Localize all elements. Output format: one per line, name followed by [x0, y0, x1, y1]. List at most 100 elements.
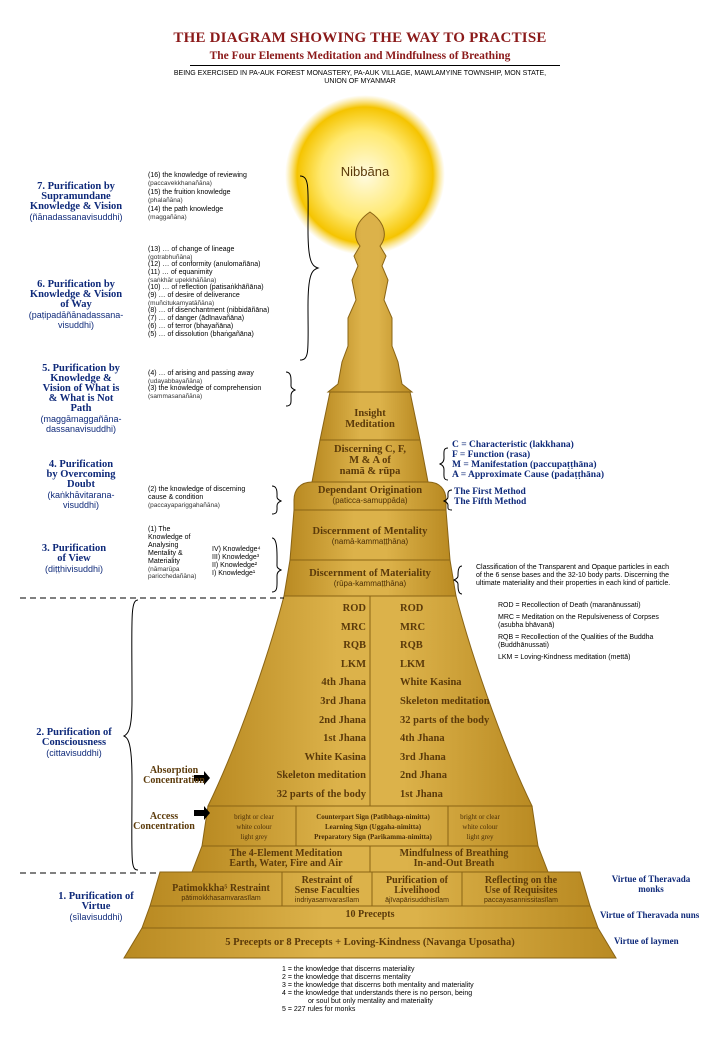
virtue-laymen-label: Virtue of laymen	[614, 936, 679, 946]
p6-line-a: 6. Purification by	[37, 279, 115, 290]
nibbana-glow	[285, 95, 445, 255]
four-elements-stage-item: 4th Jhana	[321, 677, 366, 689]
knowledge-12: (12) … of conformity (anulomañāna)	[148, 261, 261, 268]
knowledge-13: (13) … of change of lineage	[148, 246, 235, 253]
p1-line-a: 1. Purification of	[58, 891, 134, 902]
p1-pali: (sīlavisuddhi)	[69, 912, 123, 922]
sila-1-pali: pātimokkhasamvarasīlam	[181, 895, 261, 902]
absorption-line-b: Concentration	[143, 775, 205, 786]
knowledges-4-3: (4) … of arising and passing away (udaya…	[148, 370, 261, 400]
sign-learning: Learning Sign (Uggaha-nimitta)	[324, 823, 422, 831]
knowledge-14-pali: (maggañāna)	[148, 214, 187, 221]
knowledge-1-a: (1) The	[148, 526, 171, 533]
abbrev-rod: ROD = Recollection of Death (maranānussa…	[498, 602, 641, 609]
p2-pali: (cittavisuddhi)	[46, 748, 102, 758]
virtue-nuns: Virtue of Theravada nuns	[600, 910, 720, 920]
knowledge-2: (2) the knowledge of discerning	[148, 486, 246, 493]
p4-pali-a: (kaṅkhāvitarana-	[47, 490, 115, 500]
virtue-monks-a: Virtue of Theravada	[611, 874, 691, 884]
nibbana-label: Nibbāna	[340, 164, 390, 179]
sila-3-b: Livelihood	[394, 885, 440, 896]
breathing-stage-item: RQB	[400, 640, 423, 652]
knowledge-iv: IV) Knowledge⁴	[212, 546, 261, 553]
sign-r1: bright or clear	[460, 813, 500, 821]
four-elements-stage-item: Skeleton meditation	[276, 770, 366, 782]
footnote-2: 2 = the knowledge that discerns mentalit…	[282, 974, 411, 981]
knowledge-1-block: (1) The Knowledge of Analysing Mentality…	[148, 526, 196, 580]
location-text: BEING EXERCISED IN PA-AUK FOREST MONASTE…	[130, 70, 590, 86]
classification-2: of the 6 sense bases and the 32-10 body …	[476, 572, 670, 579]
methods-legend: The First Method The Fifth Method	[454, 487, 526, 507]
abbrev-lkm: LKM = Loving-Kindness meditation (mettā)	[498, 654, 631, 661]
mentality-pali: (namā-kammaṭṭhāna)	[331, 537, 409, 546]
p6-line-b: Knowledge & Vision	[29, 289, 123, 300]
discerning-line-c: namā & rūpa	[339, 466, 401, 477]
breathing-stage-item: 2nd Jhana	[400, 770, 447, 782]
four-elements-stage-item: 1st Jhana	[323, 733, 366, 745]
absorption-label: Absorption Concentration	[134, 766, 214, 786]
knowledge-16: (16) the knowledge of reviewing	[148, 172, 247, 179]
knowledge-9: (9) … of desire of deliverance	[148, 292, 240, 299]
purification-5: 5. Purification by Knowledge & Vision of…	[26, 363, 136, 434]
materiality-title: Discernment of Materiality	[309, 568, 431, 579]
p5-line-b: Knowledge &	[50, 373, 112, 384]
four-elements-stage-item: RQB	[343, 640, 366, 652]
p7-line-b: Supramundane	[41, 191, 111, 202]
purification-4: 4. Purification by Overcoming Doubt (kaṅ…	[26, 459, 136, 510]
page-title: THE DIAGRAM SHOWING THE WAY TO PRACTISE	[173, 30, 547, 46]
p1-line-b: Virtue	[81, 901, 111, 912]
footnote-3: 3 = the knowledge that discerns both men…	[282, 982, 474, 989]
dependant-label: Dependant Origination (paticca-samuppāda…	[296, 485, 444, 505]
knowledge-9-pali: (muñcitukamyatāñāna)	[148, 300, 215, 307]
classification-3: ultimate materiality and their propertie…	[476, 580, 671, 587]
breathing-stage-item: LKM	[400, 658, 426, 670]
dependant-pali: (paticca-samuppāda)	[332, 496, 408, 505]
knowledge-7: (7) … of danger (ādīnavañāna)	[148, 315, 245, 322]
access-line-a: Access	[149, 811, 179, 822]
p4-line-c: Doubt	[66, 479, 95, 490]
mentality-title: Discernment of Mentality	[312, 526, 428, 537]
sila-4-b: Use of Requisites	[484, 885, 558, 896]
sila-2-pali: indriyasamvarasīlam	[294, 897, 360, 904]
virtue-nuns-label: Virtue of Theravada nuns	[600, 910, 700, 920]
p7-line-c: Knowledge & Vision	[29, 201, 123, 212]
sila-2-b: Sense Faculties	[294, 885, 360, 896]
sign-l2: white colour	[236, 823, 272, 831]
four-element-label: The 4-Element Meditation Earth, Water, F…	[204, 849, 368, 869]
materiality-pali: (rūpa-kammaṭṭhāna)	[333, 579, 407, 588]
p4-pali-b: visuddhi)	[62, 500, 100, 510]
abbrev-rqb: RQB = Recollection of the Qualities of t…	[498, 634, 654, 641]
knowledge-8: (8) … of disenchantment (nibbidāñāna)	[148, 307, 270, 314]
four-elements-stage-item: ROD	[342, 603, 366, 614]
first-method: The First Method	[454, 487, 526, 497]
fifth-method: The Fifth Method	[454, 497, 527, 507]
p5-pali-b: dassanavisuddhi)	[45, 424, 117, 434]
p2-line-b: Consciousness	[41, 737, 107, 748]
classification-note: Classification of the Transparent and Op…	[476, 564, 716, 588]
knowledges-insight: (13) … of change of lineage (gotrabhuñān…	[148, 246, 269, 339]
knowledge-14: (14) the path knowledge	[148, 206, 224, 213]
p3-pali: (diṭṭhivisuddhi)	[44, 564, 104, 574]
virtue-monks-b: monks	[638, 884, 664, 894]
sila-sense: Restraint of Sense Faculties indriyasamv…	[282, 876, 372, 905]
sign-l3: light grey	[240, 833, 268, 841]
knowledge-5: (5) … of dissolution (bhaṅgañāna)	[148, 331, 254, 338]
breathing-stage-item: Skeleton meditation	[400, 695, 490, 707]
purification-3: 3. Purification of View (diṭṭhivisuddhi)	[22, 543, 126, 574]
mentality-label: Discernment of Mentality (namā-kammaṭṭhā…	[292, 526, 448, 546]
purification-7: 7. Purification by Supramundane Knowledg…	[20, 181, 132, 222]
sila-3-a: Purification of	[386, 875, 448, 886]
five-precepts: 5 Precepts or 8 Precepts + Loving-Kindne…	[225, 937, 515, 948]
sign-preparatory: Preparatory Sign (Parikamma-nimitta)	[314, 833, 432, 841]
four-elements-stage-item: MRC	[340, 621, 366, 633]
knowledge-2-b: cause & condition	[148, 494, 204, 501]
p3-line-a: 3. Purification	[41, 543, 107, 554]
p5-pali-a: (maggāmaggañāna-	[40, 414, 122, 424]
knowledge-6: (6) … of terror (bhayañāna)	[148, 323, 234, 330]
sila-livelihood: Purification of Livelihood ājīvapārisudd…	[372, 876, 462, 905]
knowledge-13-pali: (gotrabhuñāna)	[148, 254, 193, 261]
base-block	[123, 927, 617, 959]
knowledge-11-pali: (saṅkhār upekkhāñāna)	[148, 277, 217, 284]
breathing-line-a: Mindfulness of Breathing	[399, 848, 509, 859]
breathing-stage-item: 1st Jhana	[400, 788, 443, 800]
